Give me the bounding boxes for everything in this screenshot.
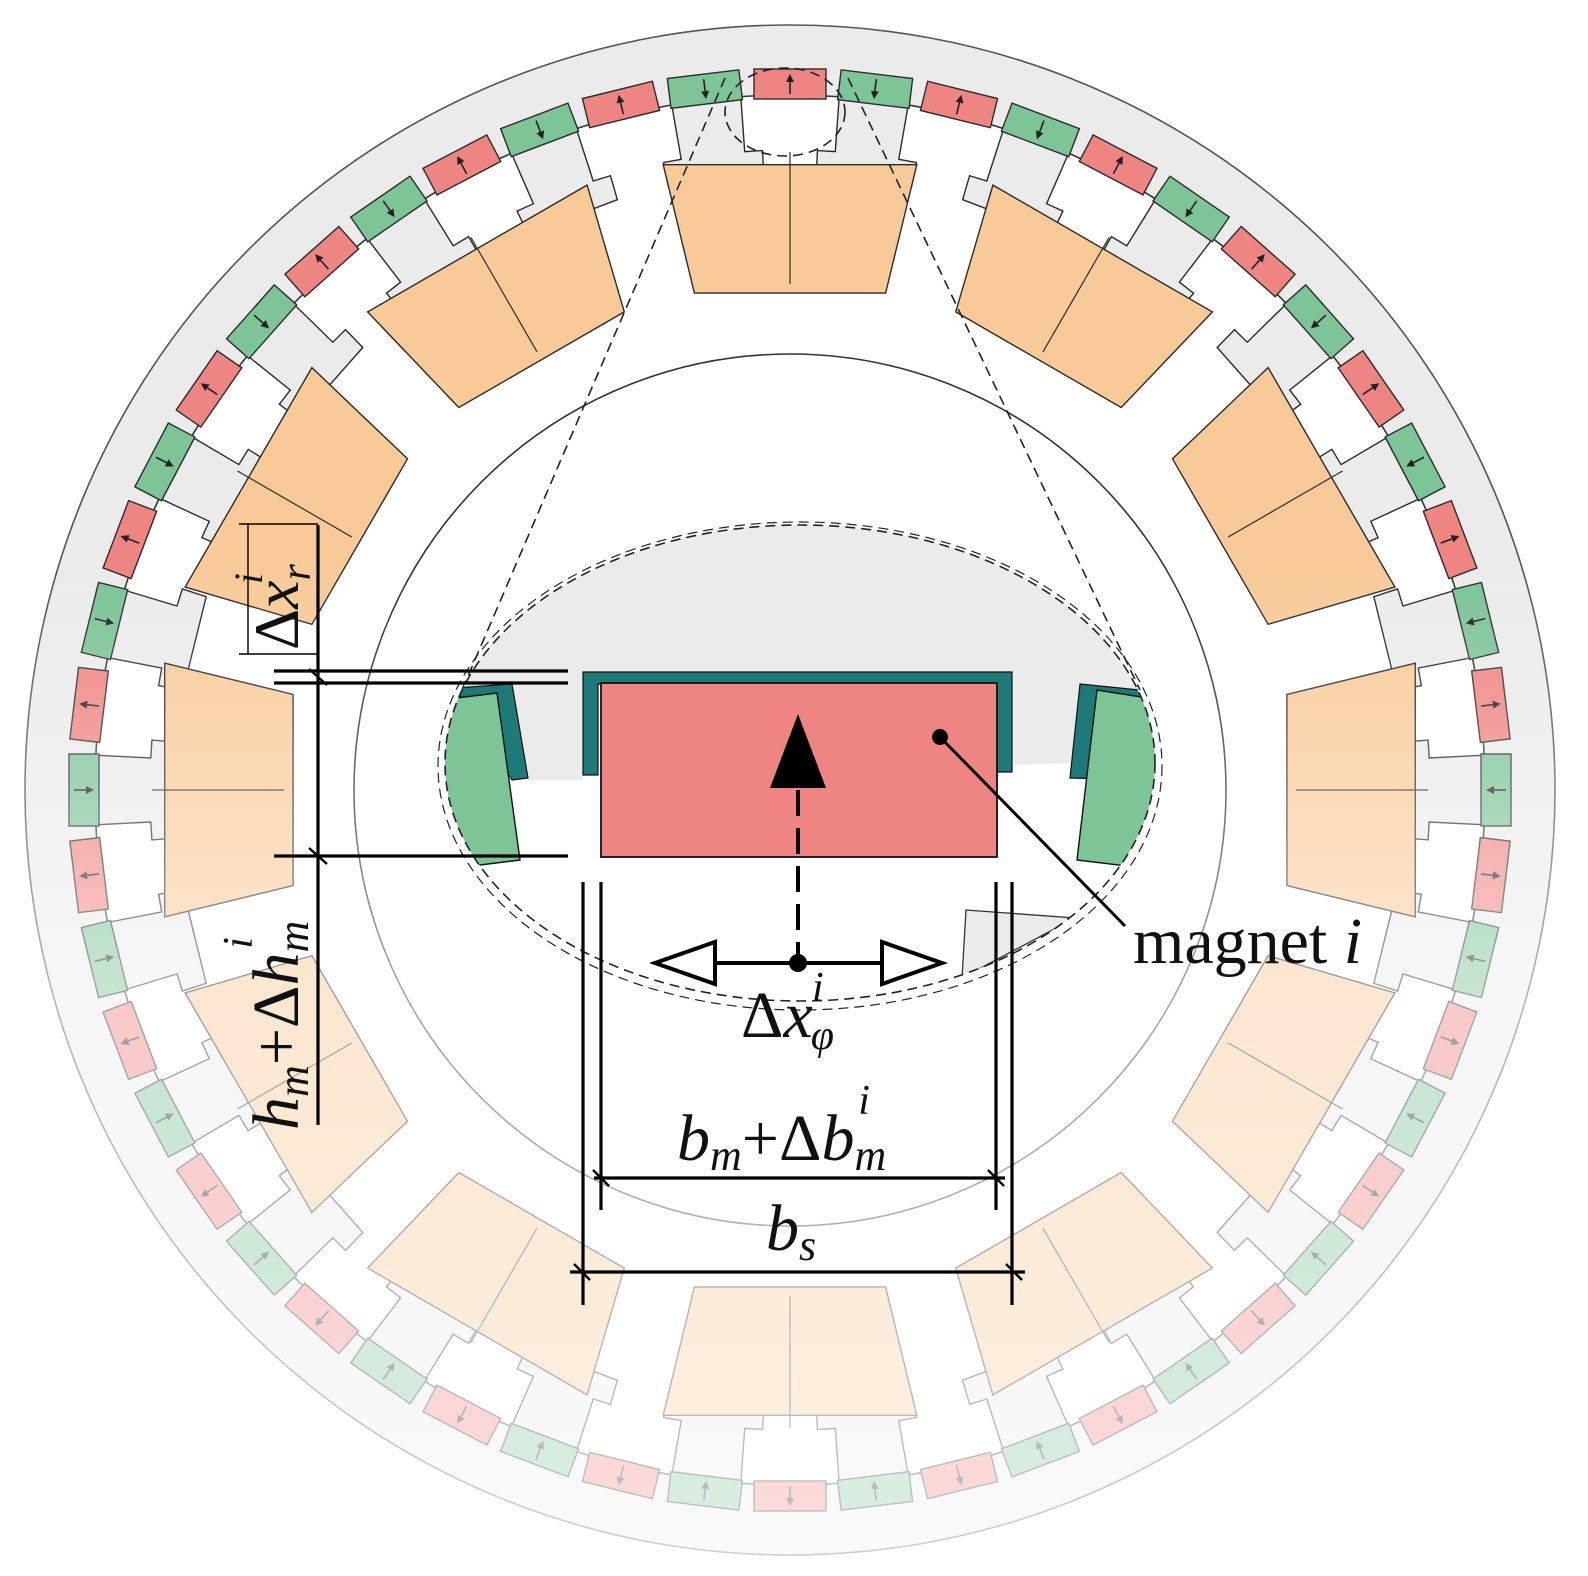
magnet-height-label: hm+Δhmi: [216, 921, 318, 1130]
bottom-dimensions: [570, 882, 1025, 1305]
magnet-width-label: bm+Δbmi: [677, 1078, 886, 1180]
left-dimensions: [239, 523, 568, 1125]
left-neighbor-magnet: [445, 692, 521, 871]
stator-shoe: [961, 909, 1078, 980]
tangential-arrow: [648, 939, 949, 987]
projection-lines: [461, 67, 1141, 691]
tangential-offset-label: Δxφi: [741, 965, 834, 1059]
radial-offset-label: Δxri: [226, 563, 320, 650]
detail-circle: [724, 67, 846, 157]
magnetization-arrow: [770, 714, 826, 788]
right-neighbor-magnet: [1076, 689, 1155, 871]
magnet-i-label: magnet i: [1133, 905, 1362, 978]
magnet-pointer-line: [938, 735, 1127, 928]
slot-width-label: bs: [766, 1192, 816, 1270]
